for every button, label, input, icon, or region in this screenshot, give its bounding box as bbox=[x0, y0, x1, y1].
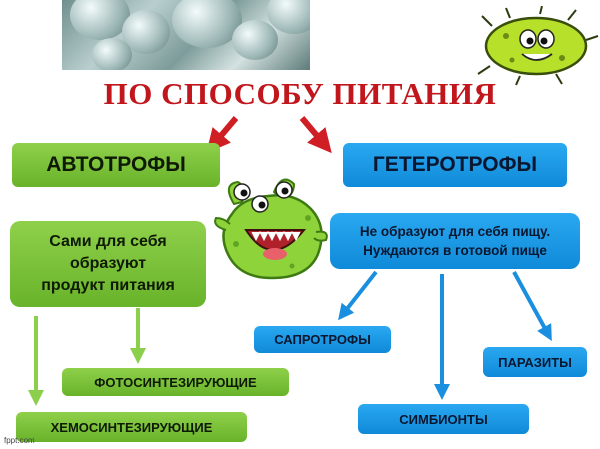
blue-arrow-to-paraz bbox=[512, 271, 552, 342]
chemosynthetic-box: ХЕМОСИНТЕЗИРУЮЩИЕ bbox=[16, 412, 247, 442]
page-title: ПО СПОСОБУ ПИТАНИЯ bbox=[103, 76, 497, 111]
heterotrophs-box: ГЕТЕРОТРОФЫ bbox=[343, 143, 567, 187]
blue-arrow-to-sapro bbox=[338, 270, 378, 321]
heterotrophs-desc-line-1: Не образуют для себя пищу. bbox=[359, 224, 551, 239]
autotrophs-desc-line-1: Сами для себя bbox=[49, 233, 167, 250]
red-arrow-right bbox=[299, 116, 332, 154]
heterotrophs-description: Не образуют для себя пищу. Нуждаются в г… bbox=[330, 213, 580, 269]
red-arrow-left bbox=[206, 116, 239, 154]
microbe-photo bbox=[62, 0, 310, 70]
cartoon-bacterium-icon bbox=[477, 6, 599, 86]
green-monster-icon bbox=[214, 178, 328, 280]
heterotrophs-desc-line-2: Нуждаются в готовой пище bbox=[363, 243, 547, 258]
footer-watermark: fppt.com bbox=[4, 436, 35, 445]
symbionts-box: СИМБИОНТЫ bbox=[358, 404, 529, 434]
autotrophs-description: Сами для себя образуют продукт питания bbox=[10, 221, 206, 307]
autotrophs-box: АВТОТРОФЫ bbox=[12, 143, 220, 187]
saprotrophs-box: САПРОТРОФЫ bbox=[254, 326, 391, 353]
autotrophs-desc-line-3: продукт питания bbox=[41, 277, 175, 294]
parasites-box: ПАРАЗИТЫ bbox=[483, 347, 587, 377]
autotrophs-desc-line-2: образуют bbox=[69, 255, 147, 272]
photosynthetic-box: ФОТОСИНТЕЗИРУЮЩИЕ bbox=[62, 368, 289, 396]
